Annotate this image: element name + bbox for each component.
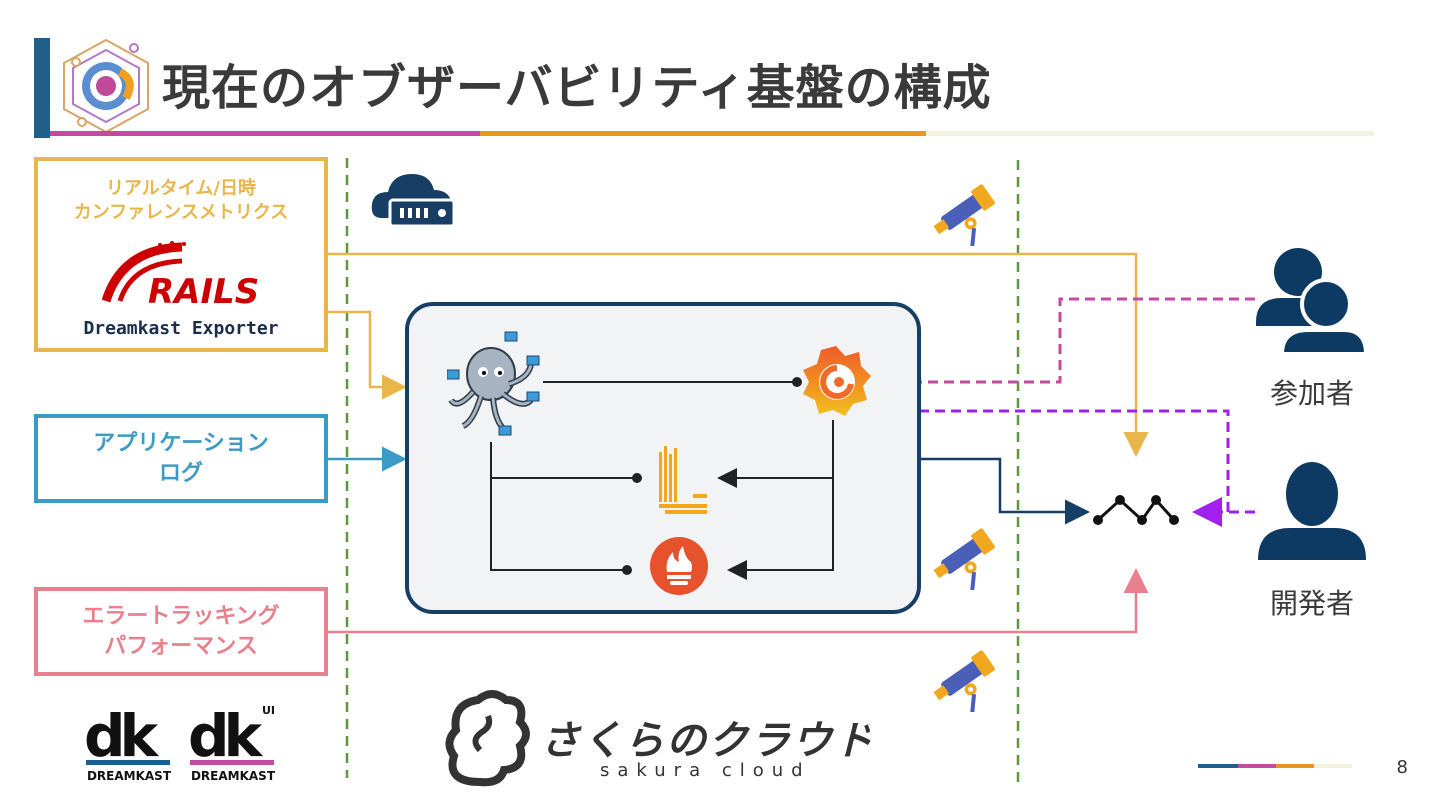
error-tracking-box: エラートラッキング パフォーマンス — [34, 587, 328, 676]
alert-node-icon — [1090, 492, 1182, 528]
cluster-to-alert-connector — [920, 457, 1090, 525]
telescope-icon — [926, 176, 998, 247]
footer-bar-magenta — [1238, 764, 1276, 768]
error-line2: パフォーマンス — [104, 634, 258, 659]
participants-icon — [1252, 242, 1370, 358]
title-underline-magenta — [50, 131, 480, 136]
error-to-alert-connector — [327, 568, 1149, 634]
dreamkast-ui-logo-text: DREAMKAST — [191, 769, 276, 782]
title-underline-orange — [480, 131, 926, 136]
metrics-label-line1: リアルタイム/日時 — [105, 178, 257, 199]
dreamkast-logo: dk DREAMKAST — [82, 702, 176, 783]
loki-icon — [653, 444, 711, 520]
dreamkast-ui-badge: UI — [262, 704, 275, 717]
svg-text:dk: dk — [188, 702, 264, 770]
participants-label: 参加者 — [1269, 377, 1354, 410]
app-log-box: アプリケーション ログ — [34, 414, 328, 503]
dreamkast-ui-logo: dk UI DREAMKAST — [186, 698, 280, 783]
rails-logo-text: RAILS — [148, 272, 259, 307]
footer-bar-cream — [1314, 764, 1352, 768]
metrics-to-alert-connector — [327, 252, 1149, 457]
developers-label: 開発者 — [1269, 587, 1354, 620]
metrics-source-box: リアルタイム/日時 カンファレンスメトリクス RAILS Dreamkast E… — [34, 157, 328, 352]
sakura-cloud-logo: さくらのクラウド sakura cloud — [440, 690, 874, 790]
dreamkast-logo-text: DREAMKAST — [87, 769, 172, 782]
metrics-label-line2: カンファレンスメトリクス — [73, 202, 289, 223]
participant-to-grafana-connector — [866, 297, 1255, 397]
developer-to-grafana-connector — [866, 396, 1230, 512]
prometheus-icon — [649, 536, 709, 596]
developer-icon — [1256, 460, 1368, 562]
observability-cluster — [405, 302, 921, 614]
exporter-label: Dreamkast Exporter — [83, 318, 279, 339]
cluster-internal-connectors — [490, 377, 834, 580]
rails-logo: RAILS — [101, 241, 272, 312]
octopus-collector-icon — [446, 330, 543, 438]
telescope-icon — [926, 520, 998, 591]
app-log-line1: アプリケーション — [93, 431, 269, 456]
app-log-line2: ログ — [158, 461, 203, 486]
footer-bar-blue — [1198, 764, 1238, 768]
page-number: 8 — [1396, 757, 1408, 778]
exporter-to-collector-connector — [327, 310, 407, 400]
page-title: 現在のオブザーバビリティ基盤の構成 — [162, 60, 992, 116]
footer-bar-orange — [1276, 764, 1314, 768]
cloudnative-days-logo — [56, 36, 156, 136]
error-line1: エラートラッキング — [82, 604, 280, 629]
svg-text:dk: dk — [84, 708, 160, 770]
sakura-cloud-jp: さくらのクラウド — [540, 718, 870, 764]
cloud-server-icon — [368, 168, 458, 230]
sakura-cloud-en: sakura cloud — [600, 760, 811, 781]
telescope-icon — [926, 642, 998, 713]
grafana-icon — [799, 342, 873, 420]
title-underline-cream — [926, 131, 1374, 136]
title-accent-bar — [34, 38, 50, 138]
